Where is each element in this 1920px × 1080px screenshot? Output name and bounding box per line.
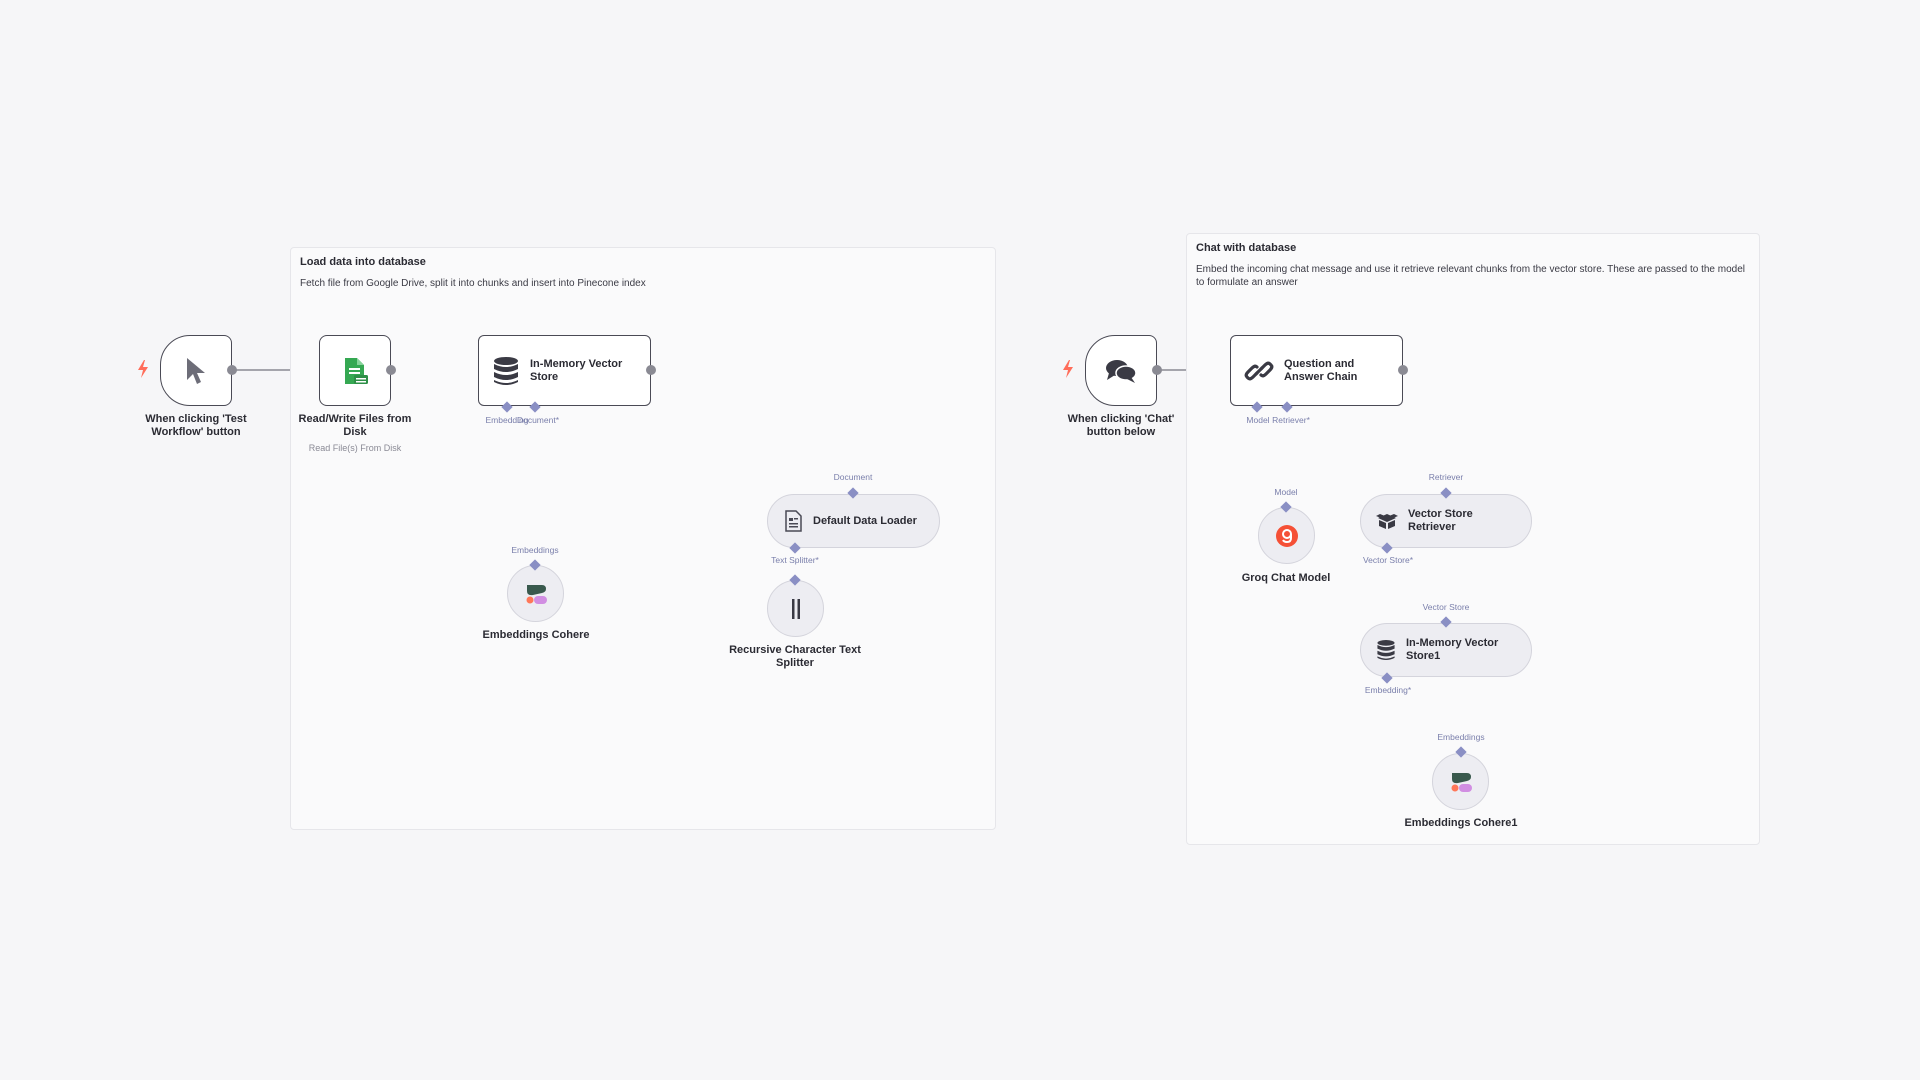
- output-handle[interactable]: [1152, 365, 1162, 375]
- node-in-memory-vector-store-1[interactable]: In-Memory Vector Store1: [1360, 623, 1532, 677]
- node-label: Vector Store Retriever: [1408, 508, 1473, 533]
- node-caption: Embeddings Cohere1: [1404, 817, 1518, 829]
- output-handle[interactable]: [386, 365, 396, 375]
- trigger-bolt-icon: [1063, 360, 1073, 378]
- node-in-memory-vector-store[interactable]: In-Memory Vector Store: [478, 335, 651, 406]
- retriever-icon: [1376, 514, 1398, 529]
- port-label-embedding: Embedding: [485, 415, 529, 425]
- document-icon: [785, 510, 802, 532]
- node-text-splitter[interactable]: [767, 580, 824, 637]
- sticky-title: Load data into database: [300, 256, 426, 268]
- sticky-title: Chat with database: [1196, 242, 1297, 254]
- output-handle[interactable]: [227, 365, 237, 375]
- port-label-vector-store: Vector Store*: [1362, 555, 1414, 565]
- groq-icon: [1275, 524, 1298, 547]
- node-manual-trigger[interactable]: [160, 335, 232, 406]
- node-groq-chat-model[interactable]: [1258, 507, 1315, 564]
- port-label-text-splitter: Text Splitter*: [771, 555, 819, 565]
- node-label: Question and Answer Chain: [1284, 357, 1358, 383]
- cohere-icon: [1451, 772, 1472, 792]
- node-label: In-Memory Vector Store: [530, 357, 623, 383]
- port-label-vector-store: Vector Store: [1422, 602, 1470, 612]
- node-caption: Embeddings Cohere: [482, 629, 590, 641]
- node-caption: When clicking 'Chat' button below: [1067, 413, 1175, 438]
- node-label: In-Memory Vector Store1: [1406, 637, 1499, 662]
- output-handle[interactable]: [646, 365, 656, 375]
- node-embeddings-cohere[interactable]: [507, 565, 564, 622]
- node-read-files[interactable]: [319, 335, 391, 406]
- node-chat-trigger[interactable]: [1085, 335, 1157, 406]
- port-label-model: Model: [1274, 487, 1298, 497]
- port-label-document: Document*: [516, 415, 560, 425]
- output-handle[interactable]: [1398, 365, 1408, 375]
- database-icon: [494, 356, 518, 385]
- node-default-data-loader[interactable]: Default Data Loader: [767, 494, 940, 548]
- node-subtitle: Read File(s) From Disk: [308, 443, 402, 453]
- node-caption: Read/Write Files from Disk: [298, 413, 412, 438]
- chain-link-icon: [1244, 361, 1274, 380]
- port-label-document: Document: [833, 472, 873, 482]
- cohere-icon: [526, 584, 547, 604]
- port-label-embeddings: Embeddings: [511, 545, 559, 555]
- port-label-model: Model: [1246, 415, 1270, 425]
- chat-icon: [1106, 359, 1137, 383]
- node-label: Default Data Loader: [813, 514, 917, 527]
- sticky-description: Fetch file from Google Drive, split it i…: [300, 278, 646, 289]
- cursor-icon: [187, 357, 205, 384]
- node-caption: Recursive Character Text Splitter: [729, 644, 861, 669]
- file-icon: [345, 357, 368, 384]
- port-label-retriever: Retriever*: [1272, 415, 1310, 425]
- node-embeddings-cohere-1[interactable]: [1432, 753, 1489, 810]
- port-label-retriever: Retriever: [1428, 472, 1464, 482]
- node-caption: When clicking 'Test Workflow' button: [145, 413, 247, 438]
- sticky-description: Embed the incoming chat message and use …: [1196, 264, 1745, 288]
- port-label-embeddings: Embeddings: [1437, 732, 1485, 742]
- port-label-embedding: Embedding*: [1364, 685, 1412, 695]
- splitter-icon: [791, 598, 800, 619]
- trigger-bolt-icon: [138, 360, 148, 378]
- node-qa-chain[interactable]: Question and Answer Chain: [1230, 335, 1403, 406]
- database-icon: [1377, 640, 1395, 660]
- node-vector-store-retriever[interactable]: Vector Store Retriever: [1360, 494, 1532, 548]
- node-caption: Groq Chat Model: [1241, 572, 1331, 584]
